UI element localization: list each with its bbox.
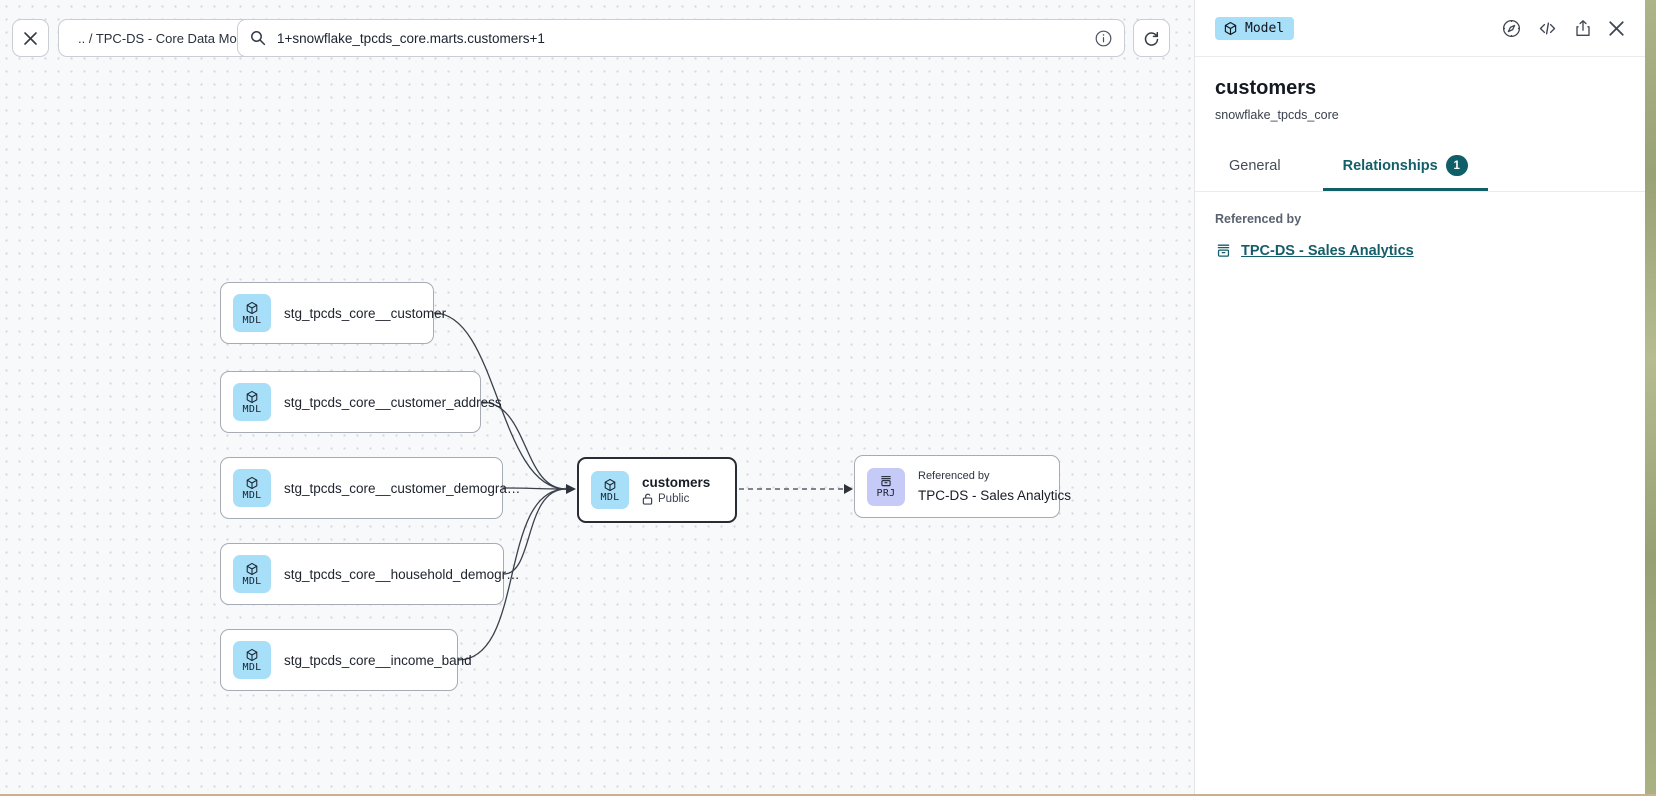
- node-title: customers: [642, 475, 711, 490]
- cube-icon: [245, 648, 259, 662]
- graph-node-upstream[interactable]: MDL stg_tpcds_core__customer: [220, 282, 446, 344]
- model-chip: MDL: [233, 469, 271, 507]
- lineage-search-box: [237, 19, 1125, 57]
- node-label: stg_tpcds_core__income_band: [284, 652, 472, 668]
- graph-node-upstream[interactable]: MDL stg_tpcds_core__income_band: [220, 629, 472, 691]
- model-chip-label: MDL: [242, 661, 262, 673]
- archive-icon: [1215, 242, 1232, 259]
- search-icon: [250, 30, 266, 46]
- tab-general-label: General: [1229, 157, 1281, 174]
- cube-icon: [603, 478, 617, 492]
- downstream-project-title: TPC-DS - Sales Analytics: [918, 488, 1072, 503]
- model-chip-label: MDL: [242, 489, 262, 501]
- close-panel-icon[interactable]: [1608, 20, 1625, 37]
- cube-icon: [245, 301, 259, 315]
- cube-icon: [245, 476, 259, 490]
- node-label: stg_tpcds_core__customer_address: [284, 394, 502, 410]
- cube-icon: [1223, 21, 1238, 36]
- breadcrumb-label: .. / TPC-DS - Core Data Models: [78, 30, 261, 46]
- details-panel: Model customers snowflake_tpcds_core: [1194, 0, 1645, 796]
- project-chip: PRJ: [867, 467, 905, 506]
- graph-node-customers-selected[interactable]: MDL customers Public: [577, 457, 737, 523]
- node-label: stg_tpcds_core__customer_demogra…: [284, 480, 521, 496]
- model-chip-label: MDL: [600, 491, 620, 503]
- project-chip-label: PRJ: [876, 488, 896, 499]
- referenced-by-link-label: TPC-DS - Sales Analytics: [1241, 242, 1414, 259]
- model-chip: MDL: [233, 555, 271, 593]
- explore-compass-icon[interactable]: [1501, 18, 1522, 39]
- visibility-label: Public: [658, 493, 690, 505]
- node-label: stg_tpcds_core__customer: [284, 305, 447, 321]
- lineage-edges: [433, 312, 853, 661]
- lineage-selector-input[interactable]: [275, 29, 1086, 47]
- model-chip-label: MDL: [242, 403, 262, 415]
- close-icon: [23, 31, 38, 46]
- details-panel-header: Model: [1195, 0, 1645, 57]
- model-type-badge-label: Model: [1245, 20, 1285, 36]
- cube-icon: [245, 390, 259, 404]
- model-chip: MDL: [233, 641, 271, 679]
- panel-title: customers: [1215, 77, 1317, 99]
- referenced-by-kicker: Referenced by: [918, 470, 990, 482]
- relationships-count-badge: 1: [1445, 155, 1468, 176]
- tab-relationships[interactable]: Relationships 1: [1322, 143, 1488, 191]
- graph-node-upstream[interactable]: MDL stg_tpcds_core__customer_demogra…: [220, 457, 520, 519]
- model-chip: MDL: [233, 383, 271, 421]
- close-graph-button[interactable]: [12, 19, 49, 57]
- info-icon[interactable]: [1095, 30, 1112, 47]
- desktop-wallpaper-bottom-edge: [0, 794, 1656, 796]
- archive-icon: [879, 474, 893, 488]
- referenced-by-section-label: Referenced by: [1215, 212, 1302, 226]
- model-chip-label: MDL: [242, 575, 262, 587]
- panel-subtitle: snowflake_tpcds_core: [1215, 108, 1339, 122]
- refresh-icon: [1143, 30, 1160, 47]
- model-chip: MDL: [591, 471, 629, 509]
- cube-icon: [245, 562, 259, 576]
- node-label: stg_tpcds_core__household_demogr…: [284, 566, 520, 582]
- graph-node-upstream[interactable]: MDL stg_tpcds_core__household_demogr…: [220, 543, 520, 605]
- panel-tabs: General Relationships 1: [1195, 143, 1645, 192]
- referenced-by-project-link[interactable]: TPC-DS - Sales Analytics: [1215, 242, 1625, 259]
- lock-open-icon: [642, 493, 653, 505]
- code-icon[interactable]: [1537, 18, 1558, 39]
- graph-node-upstream[interactable]: MDL stg_tpcds_core__customer_address: [220, 371, 502, 433]
- tab-general[interactable]: General: [1209, 143, 1301, 191]
- lineage-canvas[interactable]: .. / TPC-DS - Core Data Models: [0, 0, 1194, 796]
- tab-relationships-label: Relationships: [1342, 157, 1438, 174]
- model-chip-label: MDL: [242, 314, 262, 326]
- model-chip: MDL: [233, 294, 271, 332]
- graph-node-downstream-project[interactable]: PRJ Referenced by TPC-DS - Sales Analyti…: [854, 455, 1071, 518]
- refresh-graph-button[interactable]: [1133, 19, 1170, 57]
- desktop-wallpaper-right-edge: [1645, 0, 1656, 796]
- model-type-badge: Model: [1215, 16, 1295, 40]
- share-export-icon[interactable]: [1573, 18, 1593, 39]
